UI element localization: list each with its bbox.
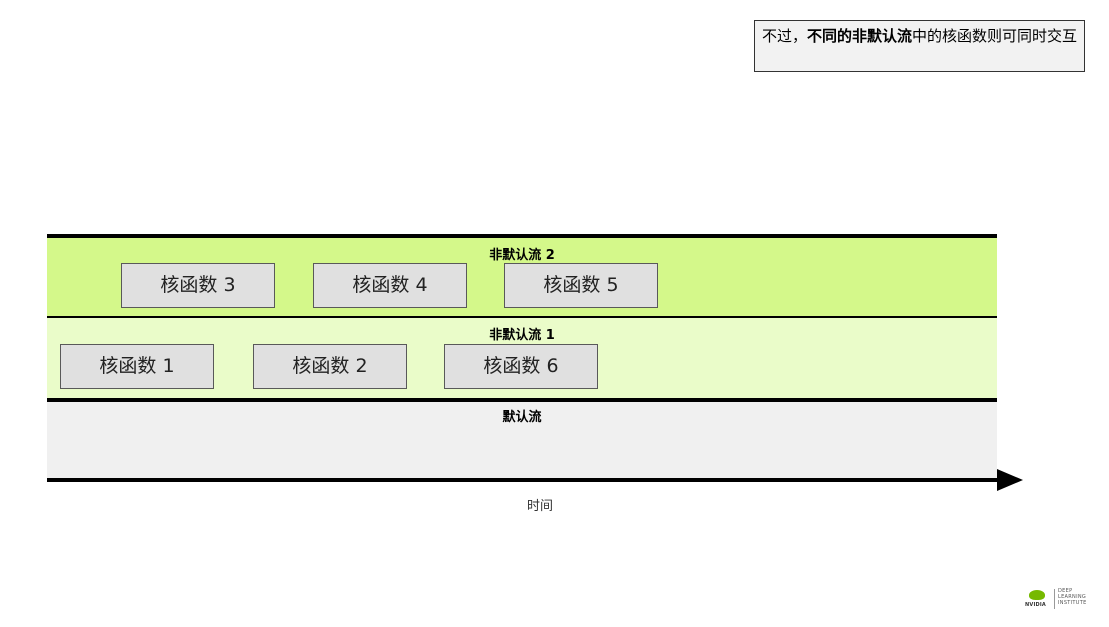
logo-line-3: INSTITUTE bbox=[1058, 600, 1087, 606]
callout-box: 不过，不同的非默认流中的核函数则可同时交互 bbox=[754, 20, 1085, 72]
callout-prefix: 不过， bbox=[761, 27, 807, 45]
lane-default: 默认流 bbox=[47, 398, 997, 479]
callout-bold: 不同的非默认流 bbox=[806, 27, 912, 45]
kernel-6: 核函数 6 bbox=[444, 344, 598, 389]
nvidia-dli-logo: NVIDIA DEEP LEARNING INSTITUTE bbox=[1025, 588, 1095, 614]
logo-line-1: DEEP bbox=[1058, 588, 1073, 594]
logo-dli-text: DEEP LEARNING INSTITUTE bbox=[1058, 588, 1087, 606]
lane-label-non-default-2: 非默认流 2 bbox=[489, 248, 555, 263]
logo-divider bbox=[1054, 589, 1055, 609]
kernel-1: 核函数 1 bbox=[60, 344, 214, 389]
kernel-4: 核函数 4 bbox=[313, 263, 467, 308]
time-axis-label: 时间 bbox=[526, 499, 553, 514]
time-axis-line bbox=[47, 478, 999, 482]
callout-suffix: 中的核函数则可同时交互 bbox=[912, 27, 1078, 45]
logo-brand: NVIDIA bbox=[1025, 602, 1046, 608]
time-axis-arrow-icon bbox=[997, 469, 1023, 491]
nvidia-eye-icon bbox=[1029, 590, 1045, 600]
kernel-2: 核函数 2 bbox=[253, 344, 407, 389]
kernel-3: 核函数 3 bbox=[121, 263, 275, 308]
logo-line-2: LEARNING bbox=[1058, 594, 1087, 600]
lane-label-non-default-1: 非默认流 1 bbox=[489, 328, 555, 343]
lane-label-default: 默认流 bbox=[502, 410, 542, 425]
kernel-5: 核函数 5 bbox=[504, 263, 658, 308]
